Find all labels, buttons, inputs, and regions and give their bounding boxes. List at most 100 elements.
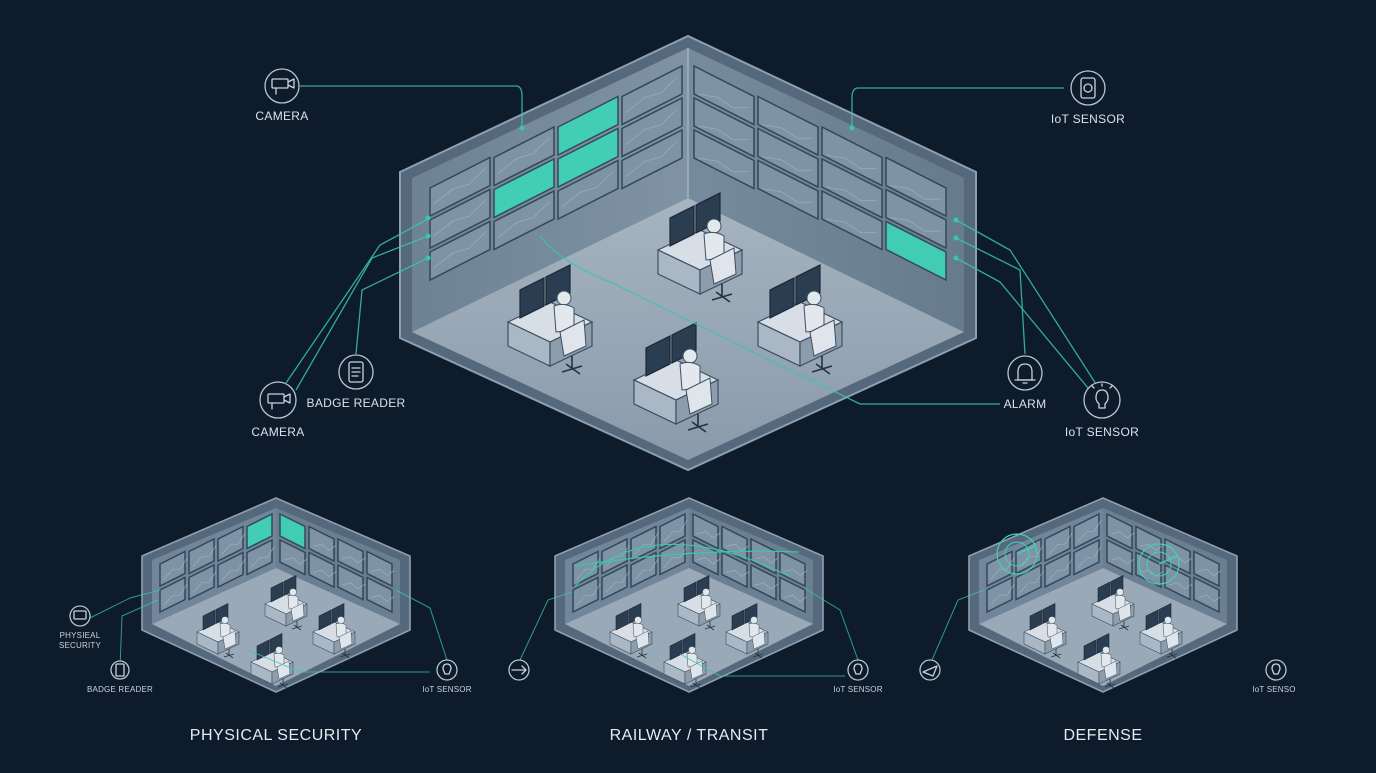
small-left-screen-detail xyxy=(663,520,688,542)
physical-security-connections: PHYSIEAL SECURITY BADGE READER IoT SENSO… xyxy=(59,589,472,744)
defense-title: DEFENSE xyxy=(1063,727,1142,744)
operator-head xyxy=(682,348,698,364)
main-right-screen xyxy=(885,220,947,282)
main-right-screen xyxy=(693,64,755,126)
physical-security-node-label-2: SECURITY xyxy=(59,641,102,650)
small-right-screen-detail xyxy=(370,568,395,576)
alarm-icon xyxy=(1014,363,1036,384)
main-right-screen xyxy=(821,189,883,251)
operator-head xyxy=(1164,616,1172,624)
main-left-video-wall xyxy=(429,64,683,282)
operator-desk xyxy=(663,633,707,689)
operator-monitor xyxy=(731,609,745,631)
small-left-screen xyxy=(246,538,273,576)
camera-bottom-node: CAMERA xyxy=(251,381,304,439)
operator-chair xyxy=(338,630,353,650)
camera-bottom-label: CAMERA xyxy=(251,425,304,439)
small-left-screen xyxy=(217,525,244,563)
small-left-screen xyxy=(572,576,599,614)
operator-desk xyxy=(1139,603,1183,659)
operator-monitor xyxy=(683,581,697,603)
operator-head xyxy=(1116,588,1124,596)
small-right-screen-detail xyxy=(783,568,808,576)
room-desks xyxy=(196,575,356,689)
operator-monitor xyxy=(645,335,671,377)
small-right-screen xyxy=(308,525,335,563)
main-right-screen xyxy=(757,95,819,157)
operator-desk xyxy=(196,603,240,659)
small-left-screen-detail xyxy=(605,571,630,593)
small-right-screen xyxy=(279,512,306,550)
small-left-screen xyxy=(217,551,244,589)
small-left-screen xyxy=(188,537,215,575)
operator-monitor xyxy=(202,609,216,631)
small-right-screen xyxy=(750,537,777,575)
small-right-screen xyxy=(308,551,335,589)
small-left-screen-detail xyxy=(1048,558,1073,581)
operator-monitor xyxy=(270,581,284,603)
alarm-node: ALARM xyxy=(1004,355,1046,411)
operator-head xyxy=(702,588,710,596)
main-right-screen-detail xyxy=(889,185,942,200)
small-left-screen xyxy=(659,512,686,550)
room-desks xyxy=(1023,575,1183,689)
operator-chair xyxy=(689,660,704,680)
main-control-room xyxy=(399,34,977,472)
iot-sensor-top-label: IoT SENSOR xyxy=(1051,112,1125,126)
operator-desk xyxy=(632,322,720,433)
operator-monitor xyxy=(318,609,332,631)
small-left-screen xyxy=(630,525,657,563)
small-left-screen xyxy=(601,563,628,601)
small-right-screen xyxy=(692,512,719,550)
operator-head xyxy=(688,646,696,654)
chair-base xyxy=(690,679,702,689)
small-right-screen-detail xyxy=(1110,557,1135,565)
operator-head xyxy=(221,616,229,624)
badge-reader-node: BADGE READER xyxy=(307,354,405,410)
operator-desk xyxy=(506,264,594,375)
main-right-screen-detail xyxy=(825,218,878,234)
room-right-screens xyxy=(692,512,808,614)
small-left-screen xyxy=(1044,551,1071,589)
small-left-screen-detail xyxy=(634,558,659,581)
small-right-screen xyxy=(337,563,364,601)
small-right-screen-detail xyxy=(1168,582,1193,590)
iot-sensor-icon xyxy=(1271,663,1281,675)
operator-chair xyxy=(635,630,650,650)
camera-top-label: CAMERA xyxy=(255,109,308,123)
operator-monitor xyxy=(1145,609,1159,631)
room-floor xyxy=(565,568,813,686)
main-right-screen-detail xyxy=(761,188,814,203)
small-right-screen-detail xyxy=(1139,569,1164,577)
small-left-screen-detail xyxy=(634,532,659,555)
small-left-screen xyxy=(572,550,599,588)
operator-head xyxy=(1102,646,1110,654)
operator-chair xyxy=(1103,660,1118,680)
railway-transit-connections: IoT SENSOR RAILWAY / TRANSIT xyxy=(508,587,883,744)
train-icon xyxy=(511,665,527,675)
small-left-screen xyxy=(188,563,215,601)
operator-desk xyxy=(250,633,294,689)
room-right-screens xyxy=(279,512,395,614)
main-left-screen-detail xyxy=(561,171,614,208)
panel-physical-security xyxy=(141,497,411,693)
small-left-screen xyxy=(1073,512,1100,550)
operator-chair xyxy=(1165,630,1180,650)
operator-desk xyxy=(656,192,744,303)
small-left-screen-detail xyxy=(192,545,217,567)
main-right-screen xyxy=(885,188,947,250)
small-left-screen xyxy=(159,576,186,614)
operator-desk xyxy=(756,264,844,375)
chair-base xyxy=(277,679,289,689)
small-left-screen-detail xyxy=(1077,520,1102,542)
small-right-screen-detail xyxy=(312,543,337,551)
main-right-screen-detail xyxy=(697,125,750,141)
main-room-left-wall xyxy=(412,48,688,332)
main-left-screen xyxy=(493,157,555,219)
chair-base xyxy=(752,649,764,659)
chair-base xyxy=(811,356,833,375)
defense-connections: IoT SENSO DEFENSE xyxy=(919,589,1296,744)
monitor-icon xyxy=(73,610,87,620)
operator-desk xyxy=(725,603,769,659)
small-left-screen xyxy=(159,550,186,588)
